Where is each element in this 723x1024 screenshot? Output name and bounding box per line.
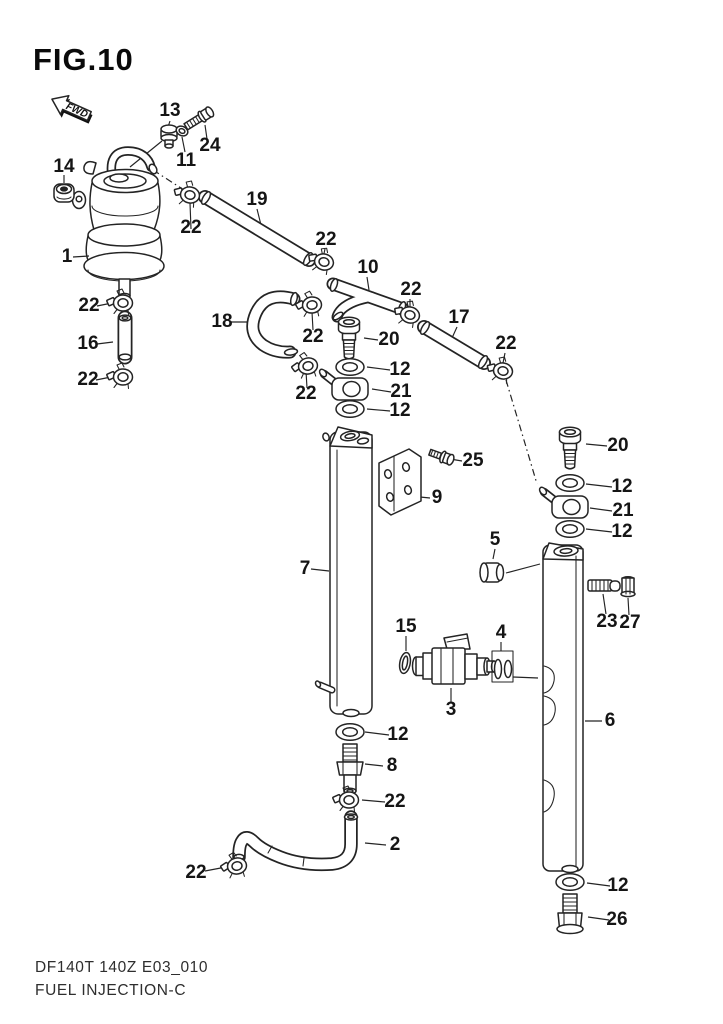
union-bolt-left	[337, 316, 361, 360]
callout-22: 22	[78, 295, 99, 316]
stud	[587, 579, 621, 592]
callout-12: 12	[607, 875, 628, 896]
callout-2: 2	[390, 834, 401, 855]
callout-24: 24	[199, 135, 221, 156]
callout-1: 1	[62, 246, 73, 267]
callout-20: 20	[607, 435, 628, 456]
hose-10	[326, 277, 410, 323]
callout-21: 21	[612, 500, 634, 521]
bolt-25	[428, 448, 455, 466]
callout-17: 17	[448, 307, 469, 328]
callout-22: 22	[495, 333, 516, 354]
o-ring-set	[491, 650, 514, 683]
washer-12	[335, 722, 365, 742]
washer-12	[555, 872, 585, 892]
callout-10: 10	[357, 257, 378, 278]
hose-18	[246, 290, 301, 359]
callout-18: 18	[211, 311, 232, 332]
grommet	[53, 183, 75, 203]
fwd-arrow: FWD	[51, 94, 93, 124]
callout-22: 22	[384, 791, 405, 812]
nut	[620, 576, 636, 598]
callout-4: 4	[496, 622, 507, 643]
assembly-dash-lines	[152, 169, 538, 485]
callout-7: 7	[300, 558, 311, 579]
callout-21: 21	[390, 381, 412, 402]
figure-title: FIG.10	[33, 42, 134, 77]
callout-22: 22	[180, 217, 201, 238]
callout-12: 12	[611, 476, 632, 497]
bracket	[378, 448, 422, 516]
footer-figure-caption: FUEL INJECTION-C	[35, 982, 186, 999]
gasket	[175, 125, 189, 137]
fuel-filter	[71, 146, 165, 300]
clamp-22	[171, 177, 203, 209]
callout-14: 14	[53, 156, 75, 177]
hose-16	[117, 310, 133, 365]
callout-22: 22	[302, 326, 323, 347]
callout-22: 22	[185, 862, 206, 883]
washer-12	[555, 519, 585, 539]
callout-27: 27	[619, 612, 640, 633]
callout-8: 8	[387, 755, 398, 776]
callout-19: 19	[246, 189, 267, 210]
callout-16: 16	[77, 333, 98, 354]
washer-12	[335, 399, 365, 419]
hose-17	[417, 320, 491, 370]
fuel-injector	[411, 633, 498, 685]
callout-3: 3	[446, 699, 457, 720]
seal-15	[398, 651, 412, 675]
callout-5: 5	[490, 529, 501, 550]
footer-model-code: DF140T 140Z E03_010	[35, 959, 208, 976]
callout-12: 12	[611, 521, 632, 542]
clamp-22	[105, 362, 134, 390]
callout-22: 22	[295, 383, 316, 404]
plug	[160, 124, 178, 149]
callout-12: 12	[389, 359, 410, 380]
callout-22: 22	[77, 369, 98, 390]
callout-26: 26	[606, 909, 627, 930]
callout-20: 20	[378, 329, 399, 350]
callout-15: 15	[395, 616, 417, 637]
union-bolt-right	[558, 426, 582, 470]
washer-12	[555, 473, 585, 493]
callout-22: 22	[400, 279, 421, 300]
fuel-rail-7	[314, 426, 373, 718]
callout-9: 9	[432, 487, 443, 508]
bolt-26	[556, 893, 584, 935]
hose-19	[198, 190, 316, 267]
callout-22: 22	[315, 229, 336, 250]
callout-23: 23	[596, 611, 617, 632]
callout-11: 11	[176, 150, 197, 171]
fuel-rail-6	[542, 542, 584, 874]
fitting-8	[336, 743, 364, 795]
callout-12: 12	[387, 724, 408, 745]
callout-6: 6	[605, 710, 616, 731]
callout-12: 12	[389, 400, 410, 421]
callout-25: 25	[462, 450, 484, 471]
hose-2	[232, 810, 359, 872]
bolt-24	[183, 106, 215, 131]
cushion	[479, 562, 505, 583]
washer-12	[335, 357, 365, 377]
callout-13: 13	[159, 100, 180, 121]
